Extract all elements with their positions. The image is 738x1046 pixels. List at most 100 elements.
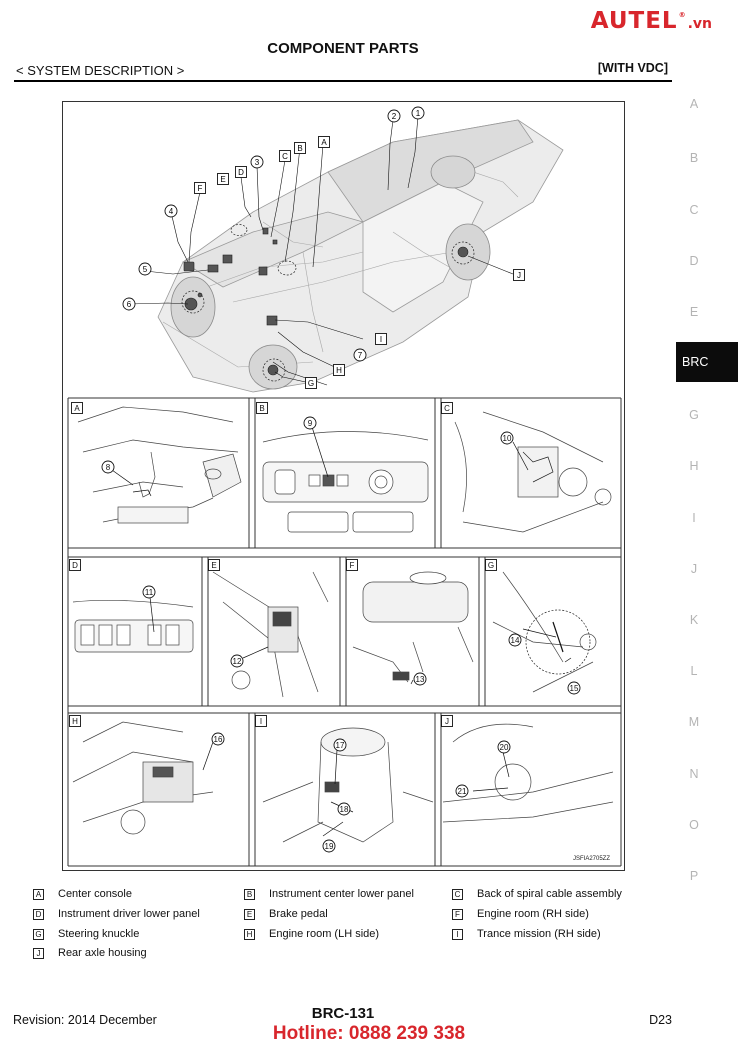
panel-a-center-console: A 8 <box>71 402 242 524</box>
legend-key-c: C <box>452 888 463 900</box>
sheet-code: D23 <box>649 1013 672 1027</box>
callout-6-icon: 6 <box>122 297 136 311</box>
svg-text:E: E <box>220 175 225 184</box>
box-label-f-icon: F <box>194 182 206 194</box>
autel-logo: AUTEL®.vn <box>590 8 712 34</box>
index-letter-j[interactable]: J <box>690 562 698 576</box>
index-letter-g[interactable]: G <box>689 408 699 422</box>
index-letter-n[interactable]: N <box>689 767 699 781</box>
svg-text:E: E <box>211 561 216 570</box>
svg-text:13: 13 <box>416 675 425 684</box>
box-label-c-icon: C <box>279 150 291 162</box>
svg-text:15: 15 <box>570 684 579 693</box>
index-letter-a[interactable]: A <box>689 97 699 111</box>
svg-text:A: A <box>321 138 327 147</box>
index-letter-b[interactable]: B <box>689 151 699 165</box>
panel-j-label-icon: J <box>441 715 453 727</box>
component-location-figure: 1 2 3 4 5 6 7 A B C D E F G H I J <box>62 101 625 871</box>
legend-text-i: Trance mission (RH side) <box>477 928 601 940</box>
index-letter-m[interactable]: M <box>688 715 700 729</box>
callout-19-icon: 19 <box>322 839 336 853</box>
box-label-i-icon: I <box>375 333 387 345</box>
box-label-h-icon: H <box>333 364 345 376</box>
callout-11-icon: 11 <box>142 585 156 599</box>
svg-text:16: 16 <box>214 735 223 744</box>
panel-j-rear-axle-housing: J 20 21 <box>441 715 614 823</box>
callout-18-icon: 18 <box>337 802 351 816</box>
box-label-b-icon: B <box>294 142 306 154</box>
page-number: BRC-131 <box>311 1005 375 1022</box>
callout-14-icon: 14 <box>508 633 522 647</box>
index-letter-c[interactable]: C <box>689 203 699 217</box>
panel-grid <box>67 397 622 867</box>
callout-5-icon: 5 <box>138 262 152 276</box>
panel-d-label-icon: D <box>69 559 81 571</box>
svg-text:D: D <box>238 168 244 177</box>
panel-g-label-icon: G <box>485 559 497 571</box>
callout-13-icon: 13 <box>413 672 427 686</box>
box-label-d-icon: D <box>235 166 247 178</box>
hotline-link[interactable]: Hotline: 0888 239 338 <box>272 1023 466 1044</box>
svg-text:A: A <box>74 404 80 413</box>
panel-f-label-icon: F <box>346 559 358 571</box>
svg-text:20: 20 <box>500 743 509 752</box>
panel-b-center-lower-panel: B 9 <box>256 402 429 533</box>
panel-i-transmission: I 17 18 19 <box>255 715 434 853</box>
page-title: COMPONENT PARTS <box>267 40 419 57</box>
svg-text:G: G <box>488 561 494 570</box>
svg-text:1: 1 <box>416 109 421 118</box>
svg-text:11: 11 <box>145 588 154 597</box>
index-letter-l[interactable]: L <box>690 664 698 678</box>
panel-h-engine-room-lh: H 16 <box>69 715 225 835</box>
svg-text:6: 6 <box>127 300 132 309</box>
index-letter-p[interactable]: P <box>689 869 699 883</box>
header-rule <box>14 80 672 82</box>
legend-text-d: Instrument driver lower panel <box>58 908 200 920</box>
legend-key-e: E <box>244 908 255 920</box>
panel-e-brake-pedal: E 12 <box>208 559 329 698</box>
svg-text:F: F <box>350 561 355 570</box>
callout-3-icon: 3 <box>250 155 264 169</box>
legend-key-i: I <box>452 928 463 940</box>
legend-text-a: Center console <box>58 888 132 900</box>
index-letter-k[interactable]: K <box>689 613 699 627</box>
index-letter-e[interactable]: E <box>689 305 699 319</box>
callout-8-icon: 8 <box>101 460 115 474</box>
revision-date: Revision: 2014 December <box>13 1013 157 1027</box>
svg-text:B: B <box>259 404 264 413</box>
callout-17-icon: 17 <box>333 738 347 752</box>
legend-text-c: Back of spiral cable assembly <box>477 888 622 900</box>
callout-1-icon: 1 <box>411 106 425 120</box>
legend-item-i: I Trance mission (RH side) <box>452 928 601 940</box>
index-letter-i[interactable]: I <box>692 511 696 525</box>
svg-text:4: 4 <box>169 207 174 216</box>
svg-text:H: H <box>72 717 78 726</box>
svg-text:3: 3 <box>255 158 260 167</box>
svg-text:7: 7 <box>358 351 363 360</box>
box-label-a-icon: A <box>318 136 330 148</box>
figure-code: JSFIA2705ZZ <box>572 856 610 862</box>
svg-text:19: 19 <box>325 842 334 851</box>
index-active-brc[interactable]: BRC <box>676 342 738 382</box>
panel-a-label-icon: A <box>71 402 83 414</box>
callout-7-icon: 7 <box>353 348 367 362</box>
legend-text-h: Engine room (LH side) <box>269 928 380 940</box>
callout-2-icon: 2 <box>387 109 401 123</box>
index-letter-d[interactable]: D <box>689 254 699 268</box>
box-label-g-icon: G <box>305 377 317 389</box>
legend-key-f: F <box>452 908 463 920</box>
index-letter-h[interactable]: H <box>689 459 699 473</box>
svg-text:B: B <box>297 144 302 153</box>
index-letter-o[interactable]: O <box>689 818 699 832</box>
svg-text:I: I <box>380 335 382 344</box>
legend-text-f: Engine room (RH side) <box>477 908 589 920</box>
callout-10-icon: 10 <box>500 431 514 445</box>
panel-b-label-icon: B <box>256 402 268 414</box>
component-illustration: 1 2 3 4 5 6 7 A B C D E F G H I J <box>67 106 622 867</box>
svg-text:17: 17 <box>336 741 345 750</box>
legend-text-b: Instrument center lower panel <box>269 888 414 900</box>
svg-text:D: D <box>72 561 78 570</box>
